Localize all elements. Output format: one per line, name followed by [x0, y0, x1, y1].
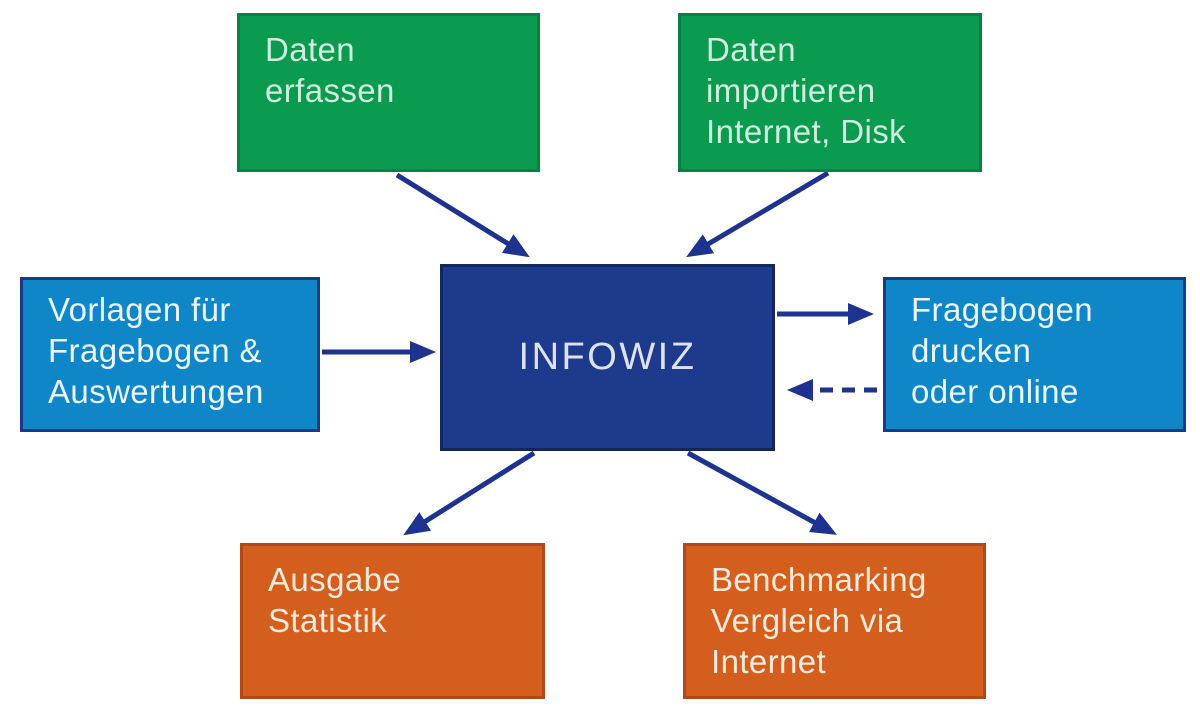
node-label-line: Daten — [706, 31, 797, 68]
infowiz-title: INFOWIZ — [518, 335, 697, 378]
arrow-daten-erfassen-to-infowiz — [395, 172, 530, 258]
node-ausgabe-statistik: Ausgabe Statistik — [240, 543, 545, 699]
node-daten-erfassen: Daten erfassen — [237, 13, 540, 172]
node-label-line: oder online — [911, 372, 1079, 410]
node-label-line: Ausgabe — [268, 561, 402, 598]
node-label-line: Vergleich via — [711, 601, 904, 639]
node-label-line: Benchmarking — [711, 561, 927, 598]
node-label-line: Internet, Disk — [706, 112, 907, 150]
node-label-line: Statistik — [268, 601, 388, 639]
node-label-line: Fragebogen & — [48, 331, 262, 369]
node-vorlagen-fur-fragebogen: Vorlagen für Fragebogen & Auswertungen — [20, 277, 320, 432]
node-label-line: Daten — [265, 31, 356, 68]
node-label-line: Auswertungen — [48, 372, 264, 410]
arrow-infowiz-to-benchmarking — [686, 450, 838, 535]
node-label-line: erfassen — [265, 71, 395, 109]
node-label-line: Internet — [711, 642, 827, 680]
node-label-line: importieren — [706, 71, 876, 109]
node-fragebogen-drucken: Fragebogen drucken oder online — [883, 277, 1186, 432]
node-infowiz-center: INFOWIZ — [440, 264, 775, 451]
node-label-line: Vorlagen für — [48, 291, 231, 328]
node-label-line: drucken — [911, 331, 1032, 369]
node-benchmarking-vergleich: Benchmarking Vergleich via Internet — [683, 543, 986, 699]
arrow-infowiz-to-ausgabe — [403, 450, 536, 536]
node-label-line: Fragebogen — [911, 291, 1093, 328]
arrow-daten-importieren-to-infowiz — [686, 170, 830, 258]
node-daten-importieren: Daten importieren Internet, Disk — [678, 13, 982, 172]
